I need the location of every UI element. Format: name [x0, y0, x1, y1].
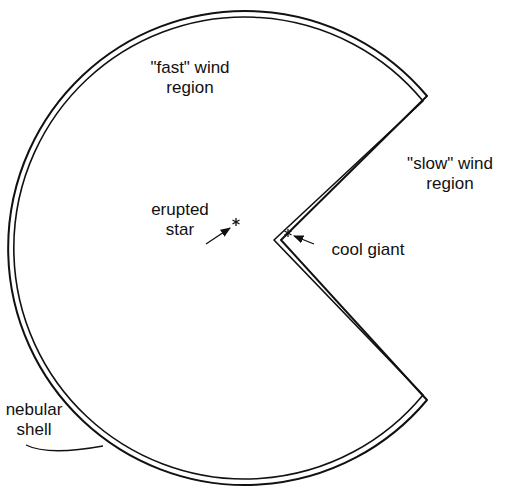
- fast-wind-label: "fast" wind region: [140, 58, 240, 98]
- cool-giant-label: cool giant: [318, 240, 418, 260]
- erupted-star-arrow: [206, 228, 230, 244]
- erupted-star-symbol: [233, 218, 240, 226]
- cool-giant-arrow: [294, 236, 314, 244]
- shell-inner: [14, 17, 423, 479]
- slow-wind-label: "slow" wind region: [400, 154, 500, 194]
- nebular-shell-label: nebular shell: [2, 400, 66, 440]
- cool-giant-symbol: [285, 229, 292, 237]
- erupted-star-label: erupted star: [140, 200, 220, 240]
- shell-outer: [8, 11, 427, 485]
- nebular-shell-leader: [26, 445, 103, 451]
